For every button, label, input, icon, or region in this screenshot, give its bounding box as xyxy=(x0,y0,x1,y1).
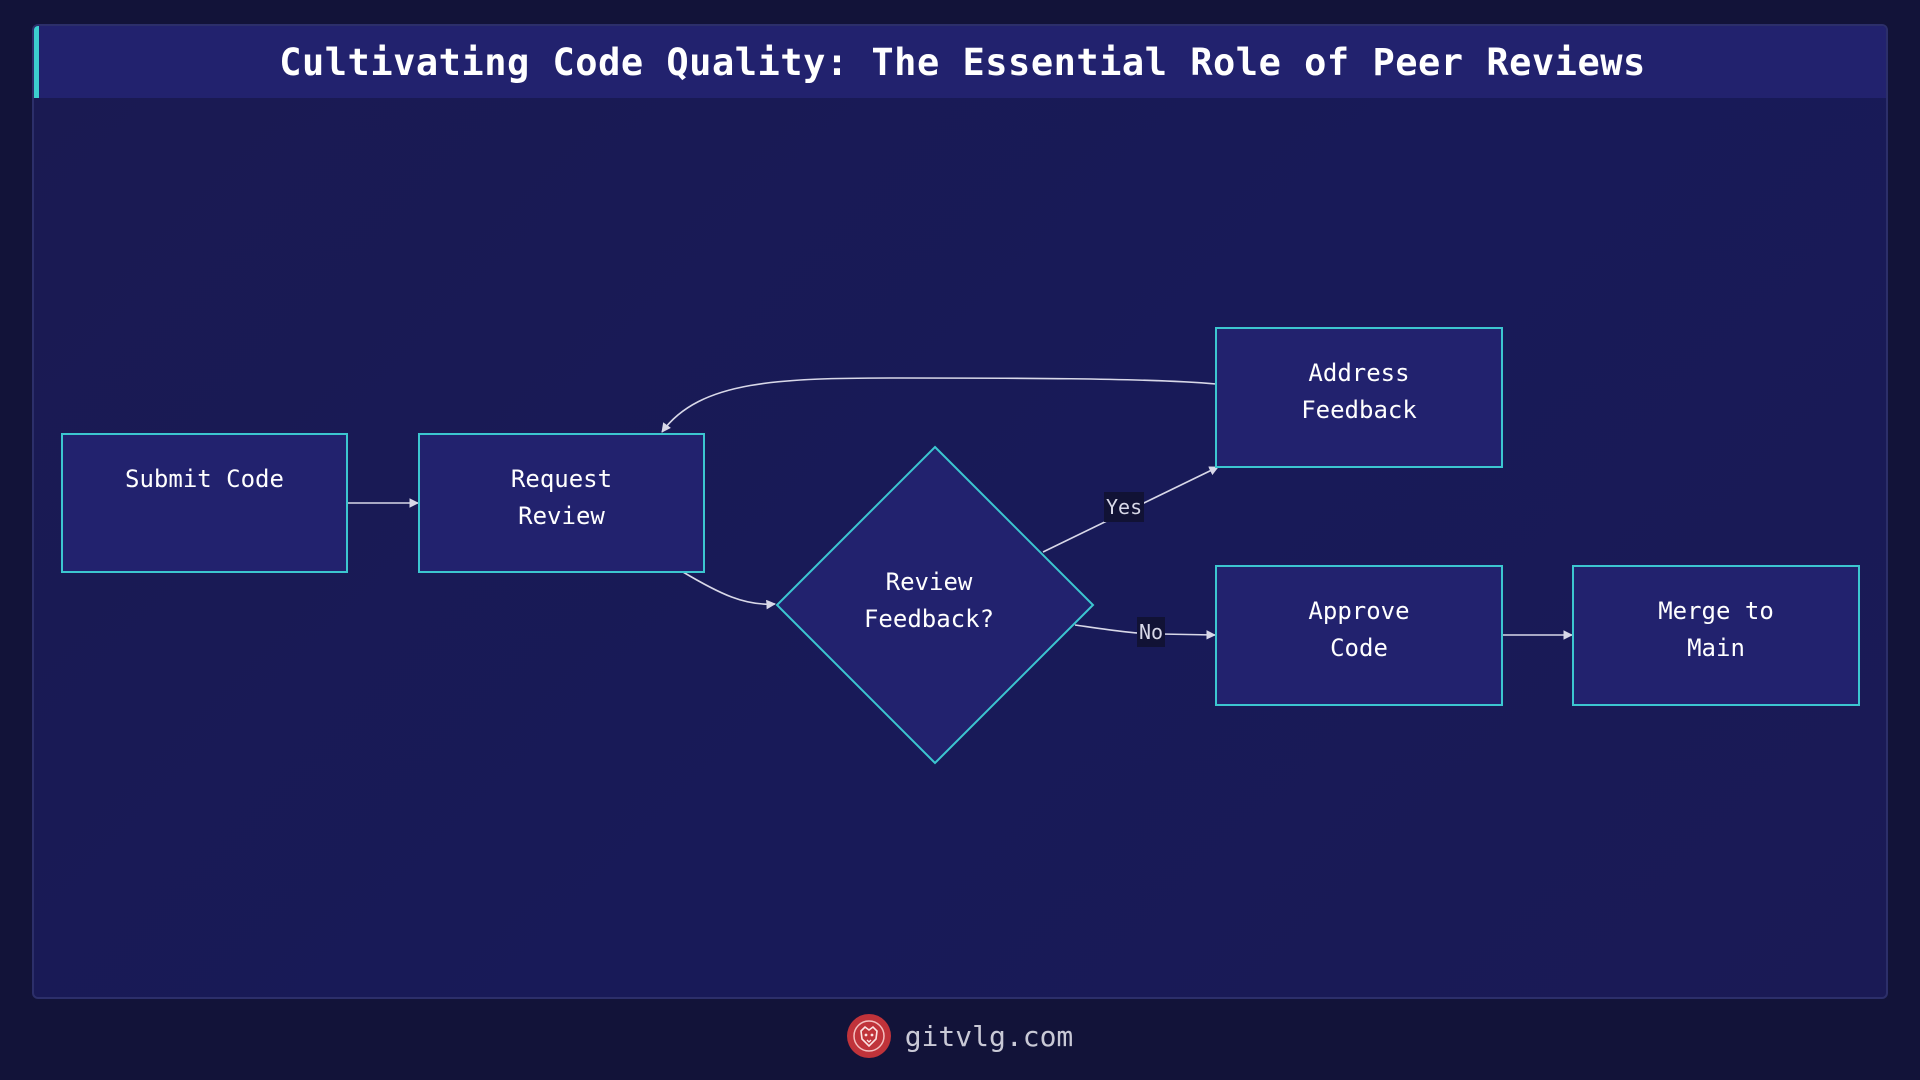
title-bar: Cultivating Code Quality: The Essential … xyxy=(34,26,1886,98)
node-request-review: Request Review xyxy=(418,433,705,573)
node-review-feedback-label: Review Feedback? xyxy=(863,568,995,633)
node-approve-code: Approve Code xyxy=(1215,565,1503,706)
decision-diamond xyxy=(775,445,1095,765)
node-request-review-label: Request Review xyxy=(510,465,613,530)
lion-logo-icon xyxy=(846,1014,891,1058)
node-address-feedback-label: Address Feedback xyxy=(1301,359,1417,424)
edge-address-to-request xyxy=(661,377,1217,433)
node-address-feedback: Address Feedback xyxy=(1215,327,1503,468)
node-approve-code-label: Approve Code xyxy=(1308,597,1410,662)
edge-label-yes: Yes xyxy=(1104,492,1145,522)
page-title: Cultivating Code Quality: The Essential … xyxy=(279,40,1646,84)
edge-label-no: No xyxy=(1137,617,1166,647)
footer: gitvlg.com xyxy=(0,1010,1920,1062)
node-merge-to-main-label: Merge to Main xyxy=(1658,597,1774,662)
node-submit-code-label: Submit Code xyxy=(125,465,284,493)
edge-request-to-decision xyxy=(682,571,776,610)
footer-site-link[interactable]: gitvlg.com xyxy=(904,1019,1074,1053)
node-merge-to-main: Merge to Main xyxy=(1572,565,1860,706)
node-submit-code: Submit Code xyxy=(61,433,348,573)
